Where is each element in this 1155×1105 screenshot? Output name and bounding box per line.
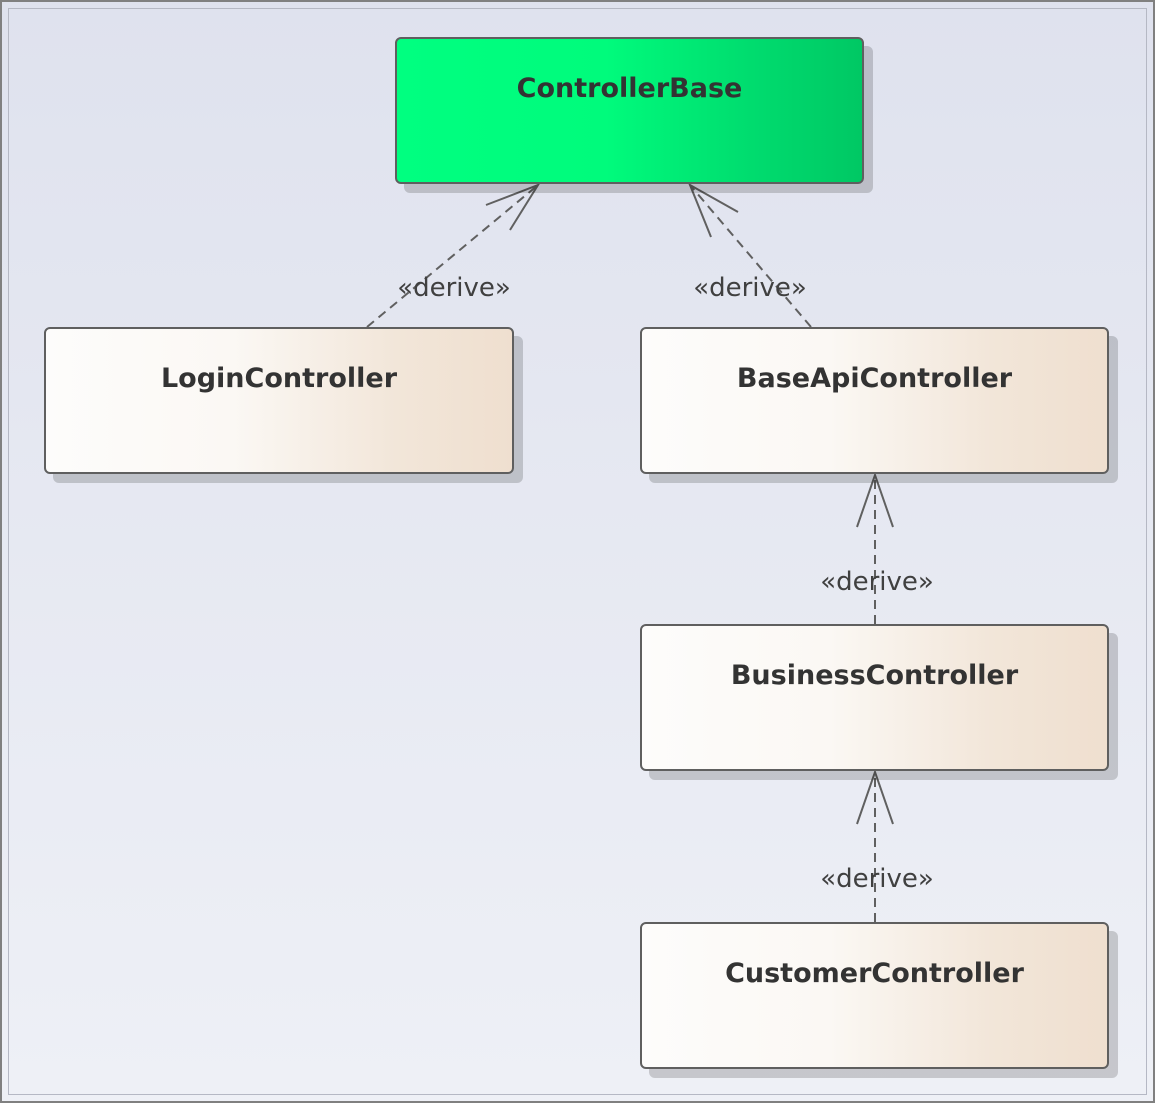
derive-label-business: «derive» — [820, 567, 934, 597]
class-controller-base[interactable]: ControllerBase — [395, 37, 864, 184]
class-login-controller[interactable]: LoginController — [44, 327, 514, 474]
arrowhead-baseapi — [688, 182, 739, 238]
class-base-api-controller[interactable]: BaseApiController — [640, 327, 1109, 474]
class-business-controller[interactable]: BusinessController — [640, 624, 1109, 771]
class-customer-controller[interactable]: CustomerController — [640, 922, 1109, 1069]
derive-label-customer: «derive» — [820, 864, 934, 894]
class-name: BusinessController — [730, 660, 1019, 691]
arrowhead-customer — [856, 768, 894, 825]
arrowhead-business — [856, 471, 894, 528]
class-name: BaseApiController — [736, 363, 1013, 394]
arrowhead-login — [485, 182, 541, 231]
diagram-frame — [8, 8, 1147, 1095]
derive-connector-login — [366, 184, 539, 328]
derive-label-login: «derive» — [397, 273, 511, 303]
derive-label-baseapi: «derive» — [693, 273, 807, 303]
class-name: CustomerController — [725, 958, 1024, 989]
class-name: LoginController — [160, 363, 398, 394]
derive-connector-baseapi — [689, 184, 812, 328]
class-name: ControllerBase — [516, 73, 743, 104]
